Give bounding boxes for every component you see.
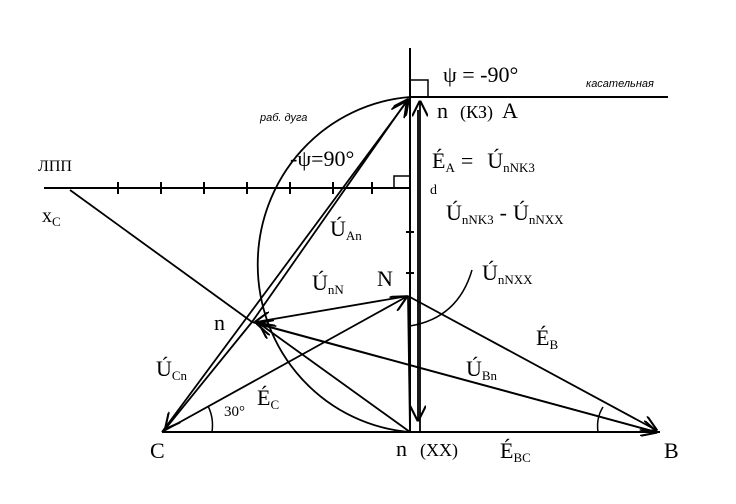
angle-arc-b	[596, 406, 604, 433]
label-c: C	[150, 438, 165, 463]
vector-nxx-to-n	[260, 324, 411, 433]
label-ebc: ÉBC	[500, 438, 531, 465]
label-ea-eq: ÉA=ÚnNK3	[432, 148, 535, 175]
leader-unnxx	[409, 269, 473, 327]
vector-eb	[407, 295, 656, 430]
label-psi-neg: -ψ=90°	[290, 146, 354, 171]
label-n-kz: n	[437, 98, 448, 123]
label-ubn: ÚBn	[466, 356, 498, 383]
vector-b-to-n	[258, 324, 657, 433]
label-ec: ÉC	[257, 385, 279, 412]
label-diff: ÚnNK3-ÚnNXX	[446, 200, 564, 227]
label-ucn: ÚCn	[156, 356, 188, 383]
label-unnxx: ÚnNXX	[482, 260, 533, 287]
label-uan: ÚAn	[330, 216, 362, 243]
label-b: B	[664, 438, 679, 463]
label-n-node: N	[377, 266, 393, 291]
vector-ucn	[166, 321, 253, 428]
label-n-left: n	[214, 310, 225, 335]
vector-uan	[251, 102, 406, 323]
label-psi-top: ψ = -90°	[443, 62, 518, 87]
right-angle-d	[393, 175, 410, 188]
right-angle-top	[410, 79, 429, 97]
label-a: A	[502, 98, 518, 123]
vector-c-to-a	[161, 100, 408, 433]
label-kz: (КЗ)	[460, 102, 493, 123]
angle-arc-30	[207, 405, 214, 433]
vector-ec	[161, 297, 406, 433]
label-eb: ÉB	[536, 325, 558, 352]
label-d: d	[430, 183, 437, 198]
vector-n-to-nxx	[407, 295, 411, 433]
vector-unn	[256, 295, 409, 322]
working-arc	[256, 96, 411, 433]
label-tangent: касательная	[586, 78, 654, 90]
label-lpp: ЛПП	[38, 158, 72, 175]
label-arc: раб. дуга	[259, 112, 307, 124]
label-angle-30: 30°	[224, 404, 245, 420]
label-unn: ÚnN	[312, 270, 344, 297]
label-xx: (XX)	[420, 440, 458, 461]
lpp-ticks	[117, 182, 373, 194]
label-xc: xC	[42, 205, 61, 229]
label-n-xx: n	[396, 436, 407, 461]
xc-line	[69, 189, 253, 323]
vertical-ticks	[406, 231, 414, 274]
